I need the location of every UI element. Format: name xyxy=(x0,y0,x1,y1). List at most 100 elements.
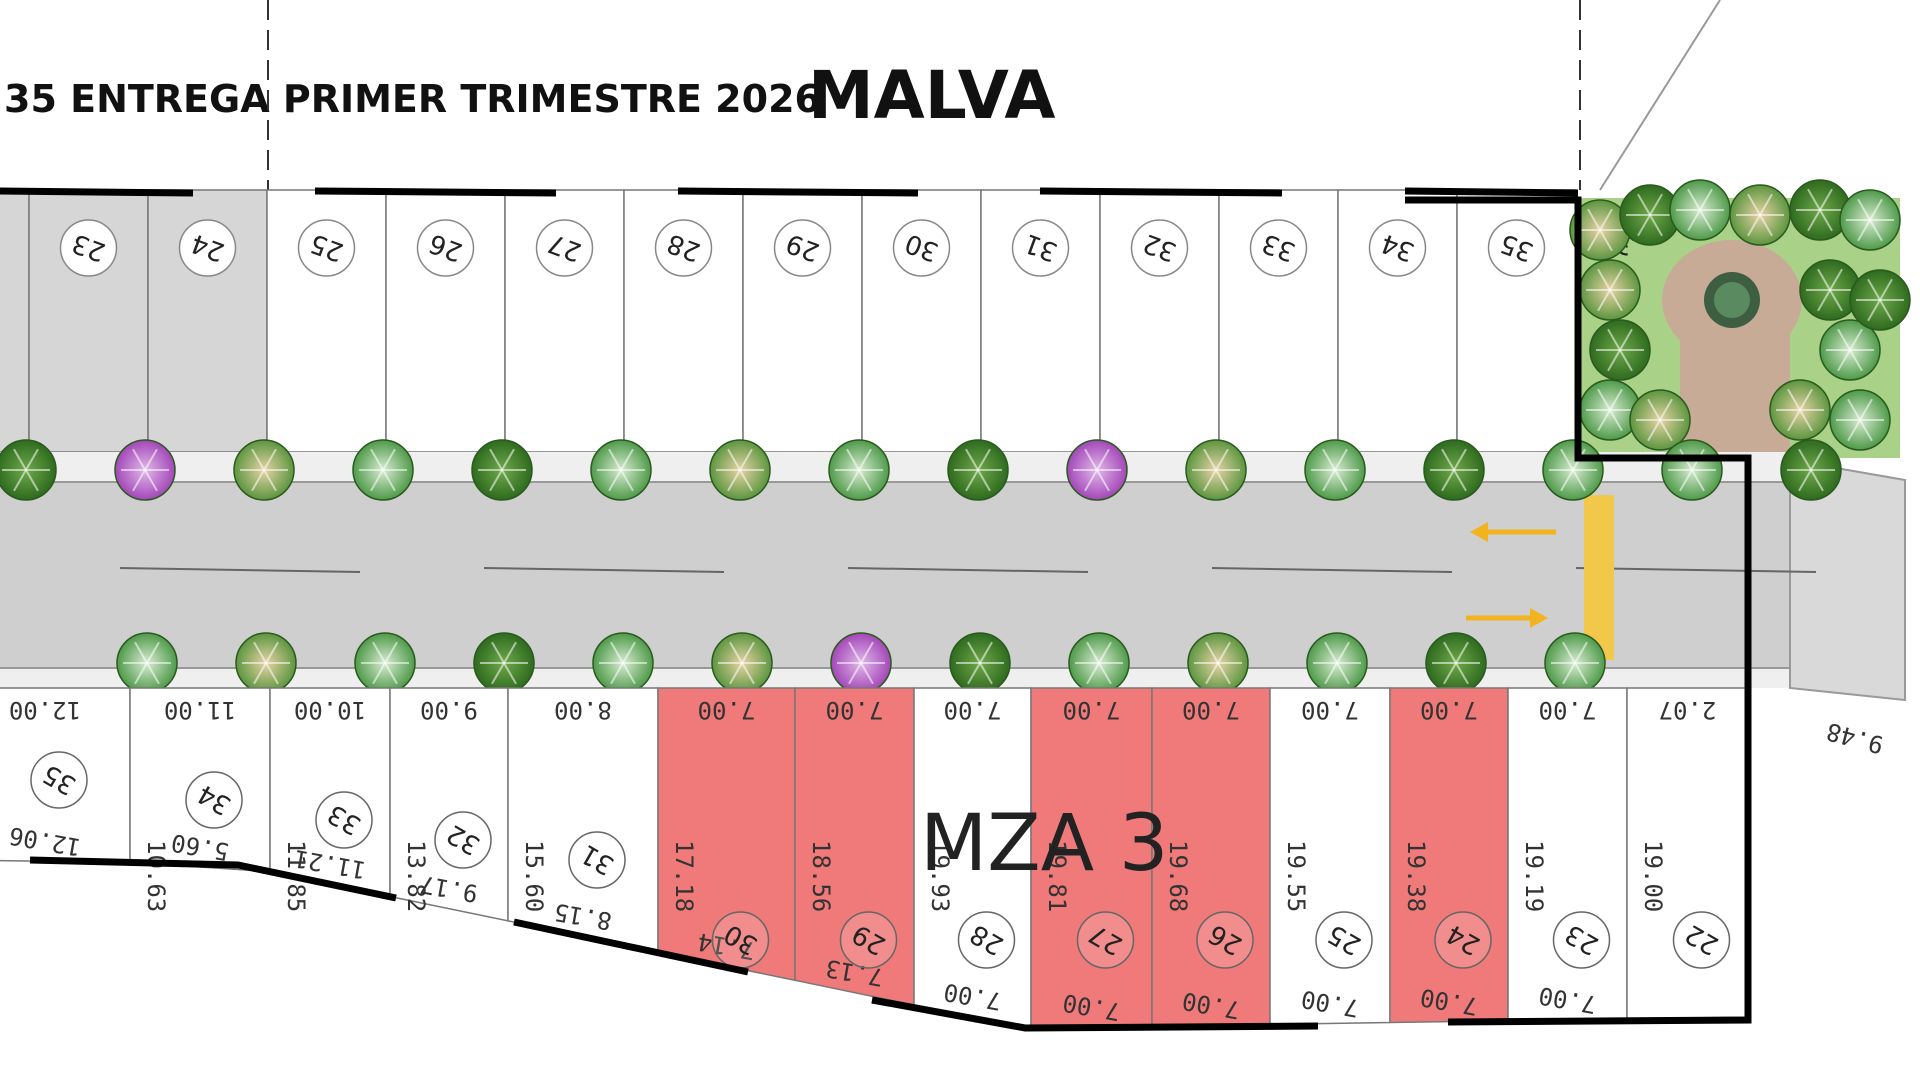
tree-icon xyxy=(1066,439,1128,501)
tree-icon xyxy=(1304,439,1366,501)
boundary-bottom-left xyxy=(29,856,397,902)
road xyxy=(0,482,1790,668)
lot-front-dimension: 10.00 xyxy=(294,696,366,724)
lane-dash xyxy=(847,567,1089,573)
tree-icon xyxy=(1839,189,1901,251)
tree-icon xyxy=(1789,179,1851,241)
lot-front-dimension: 7.00 xyxy=(1182,696,1240,724)
tree-icon xyxy=(830,632,892,694)
guide-diagonal xyxy=(1599,0,1721,191)
top-lot[interactable]: 32 xyxy=(1099,189,1220,453)
tree-icon xyxy=(235,632,297,694)
lot-front-dimension: 7.00 xyxy=(1063,696,1121,724)
top-boundary-segment xyxy=(677,187,919,197)
lot-side-dimension: 19.55 xyxy=(1282,840,1310,912)
top-lot[interactable]: 28 xyxy=(623,189,744,453)
lot-side-dimension: 15.60 xyxy=(520,840,548,912)
top-lot[interactable]: 30 xyxy=(861,189,982,453)
lot-front-dimension: 8.00 xyxy=(554,696,612,724)
street-trees-top xyxy=(0,439,1842,501)
tree-icon xyxy=(1306,632,1368,694)
top-lot[interactable]: 26 xyxy=(385,189,506,453)
top-lot[interactable]: 2 xyxy=(0,189,30,453)
tree-icon xyxy=(1829,389,1891,451)
lot-front-dimension: 7.00 xyxy=(1539,696,1597,724)
lot-front-dimension: 7.00 xyxy=(944,696,1002,724)
top-lot[interactable]: 35 xyxy=(1456,189,1577,453)
tree-icon xyxy=(473,632,535,694)
lot-side-dimension: 10.63 xyxy=(142,840,170,912)
top-boundary-segment xyxy=(1039,187,1283,197)
tree-icon xyxy=(711,632,773,694)
lot-side-dimension: 19.81 xyxy=(1043,840,1071,912)
lot-side-dimension: 19.93 xyxy=(926,840,954,912)
top-lot[interactable]: 31 xyxy=(980,189,1101,453)
tree-icon xyxy=(233,439,295,501)
dim-far-right: 9.48 xyxy=(1823,717,1886,759)
tree-icon xyxy=(354,632,416,694)
tree-icon xyxy=(1423,439,1485,501)
lot-side-dimension: 13.82 xyxy=(402,840,430,912)
lot-front-dimension: 7.00 xyxy=(698,696,756,724)
top-lot[interactable]: 33 xyxy=(1218,189,1339,453)
tree-icon xyxy=(0,439,57,501)
tree-icon xyxy=(1589,319,1651,381)
lot-side-dimension: 19.19 xyxy=(1520,840,1548,912)
tree-icon xyxy=(116,632,178,694)
lot-side-dimension: 17.18 xyxy=(670,840,698,912)
boundary-lines xyxy=(29,196,1752,1032)
lot-front-dimension: 7.00 xyxy=(826,696,884,724)
top-lot[interactable]: 34 xyxy=(1337,189,1458,453)
lot-side-dimension: 19.68 xyxy=(1164,840,1192,912)
top-lot[interactable]: 24 xyxy=(147,189,268,453)
sidewalk-top xyxy=(0,452,1790,482)
lane-dash xyxy=(1211,567,1453,573)
lane-center-dashes xyxy=(119,567,1817,573)
lane-dash xyxy=(119,567,361,573)
top-lot[interactable]: 23 xyxy=(28,189,149,453)
tree-icon xyxy=(1669,179,1731,241)
tree-icon xyxy=(1629,389,1691,451)
tree-icon xyxy=(1068,632,1130,694)
tree-icon xyxy=(1799,259,1861,321)
tree-icon xyxy=(590,439,652,501)
top-lot[interactable]: 27 xyxy=(504,189,625,453)
tree-icon xyxy=(1187,632,1249,694)
road-right-extension xyxy=(1789,458,1906,702)
top-lot[interactable]: 29 xyxy=(742,189,863,453)
tree-icon xyxy=(947,439,1009,501)
lot-front-dimension: 2.07 xyxy=(1659,696,1717,724)
lot-front-dimension: 9.00 xyxy=(420,696,478,724)
lot-front-dimension: 12.00 xyxy=(9,696,81,724)
top-lots: 223242526272829303132333435 xyxy=(0,189,1577,453)
top-lot[interactable]: 25 xyxy=(266,189,387,453)
tree-icon xyxy=(949,632,1011,694)
pedestrian-crossing xyxy=(1584,495,1614,660)
tree-icon xyxy=(1544,632,1606,694)
tree-icon xyxy=(1579,259,1641,321)
tree-icon xyxy=(352,439,414,501)
park-trees: 36 xyxy=(1569,179,1911,451)
tree-icon xyxy=(471,439,533,501)
lot-side-dimension: 19.00 xyxy=(1639,840,1667,912)
boundary-bottom-mid xyxy=(513,918,749,976)
header-subtitle: 35 ENTREGA PRIMER TRIMESTRE 2026 xyxy=(4,77,821,121)
top-boundary-segment xyxy=(0,187,194,197)
bottom-lots: 12.0012.063511.005.6010.633410.0011.2111… xyxy=(0,687,1749,1029)
lot-front-dimension: 7.00 xyxy=(1301,696,1359,724)
